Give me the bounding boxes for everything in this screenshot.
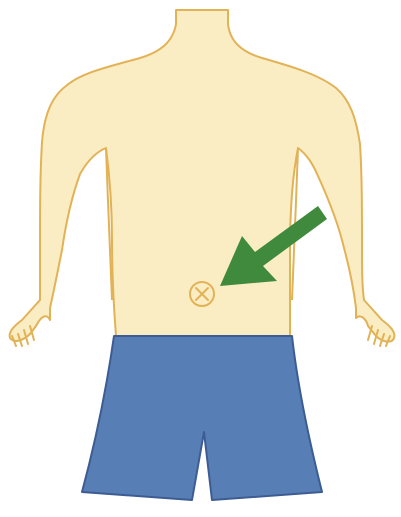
torso-and-arms [10, 10, 395, 342]
body-silhouette [10, 10, 395, 346]
shorts-shape [82, 336, 322, 500]
shorts [82, 336, 322, 500]
